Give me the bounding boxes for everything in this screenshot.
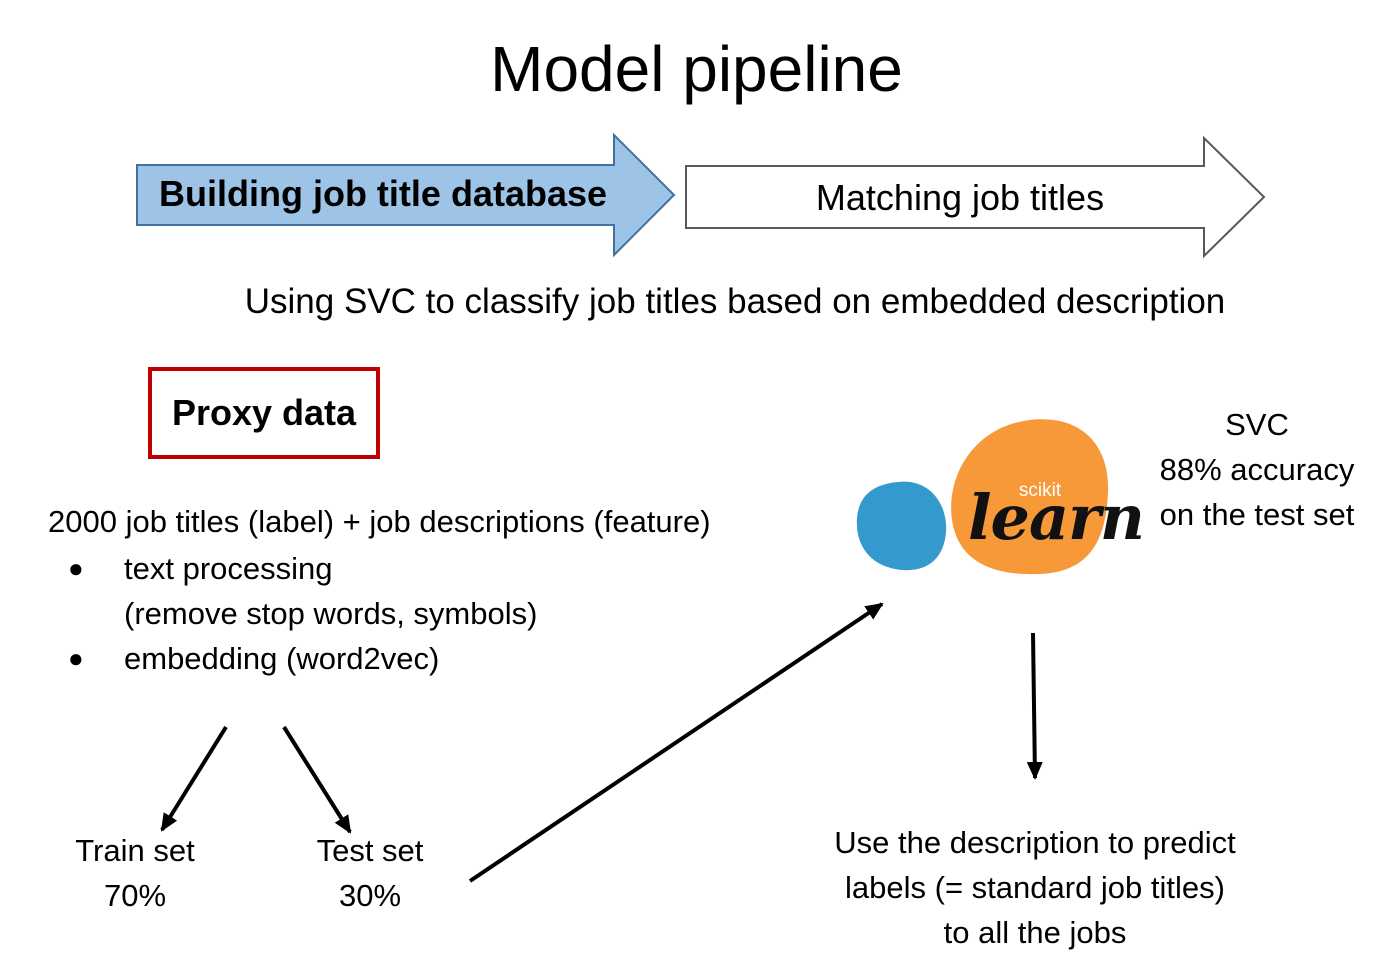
- logo-blue-blob: [856, 481, 947, 571]
- stage2-arrow-shape: [685, 135, 1266, 259]
- stage1-arrow-shape: [136, 132, 676, 258]
- processing-steps-list: ● text processing (remove stop words, sy…: [68, 546, 668, 681]
- arrow-to-prediction: [1026, 632, 1043, 780]
- bullet-icon: ●: [68, 553, 84, 583]
- scikit-learn-logo: [856, 419, 1109, 575]
- arrow-to-model: [468, 602, 884, 883]
- bullet-text: text processing: [124, 551, 333, 586]
- logo-big-text: learn: [968, 481, 1145, 554]
- stage2-label: Matching job titles: [815, 177, 1105, 218]
- list-item: ● text processing: [68, 546, 668, 591]
- model-note: on the test set: [1159, 497, 1355, 532]
- page-title: Model pipeline: [490, 33, 903, 105]
- train-set-label: Train set 70%: [60, 828, 210, 918]
- test-set-pct: 30%: [338, 878, 402, 913]
- list-item-continuation: (remove stop words, symbols): [68, 591, 668, 636]
- bullet-icon: ●: [68, 643, 84, 673]
- model-accuracy: 88% accuracy: [1159, 452, 1355, 487]
- arrow-to-train: [160, 725, 228, 832]
- list-item: ● embedding (word2vec): [68, 636, 668, 681]
- proxy-data-label: Proxy data: [171, 392, 357, 433]
- bullet-text: (remove stop words, symbols): [124, 596, 538, 631]
- prediction-text: Use the description to predict labels (=…: [760, 820, 1310, 955]
- prediction-line-1: Use the description to predict: [834, 825, 1236, 860]
- train-set-name: Train set: [75, 833, 195, 868]
- prediction-line-2: labels (= standard job titles): [845, 870, 1225, 905]
- test-set-label: Test set 30%: [295, 828, 445, 918]
- proxy-description: 2000 job titles (label) + job descriptio…: [48, 504, 711, 539]
- bullet-text: embedding (word2vec): [124, 641, 440, 676]
- logo-orange-blob: [951, 419, 1109, 575]
- model-name: SVC: [1225, 407, 1289, 442]
- arrow-to-test: [282, 725, 352, 834]
- train-set-pct: 70%: [103, 878, 167, 913]
- subtitle: Using SVC to classify job titles based o…: [244, 282, 1226, 321]
- prediction-line-3: to all the jobs: [943, 915, 1127, 950]
- logo-small-text: scikit: [1018, 480, 1062, 501]
- stage1-label: Building job title database: [158, 173, 608, 214]
- test-set-name: Test set: [316, 833, 424, 868]
- proxy-data-box: Proxy data: [148, 367, 380, 459]
- model-summary: SVC 88% accuracy on the test set: [1144, 402, 1370, 537]
- bullet-spacer: [68, 591, 124, 636]
